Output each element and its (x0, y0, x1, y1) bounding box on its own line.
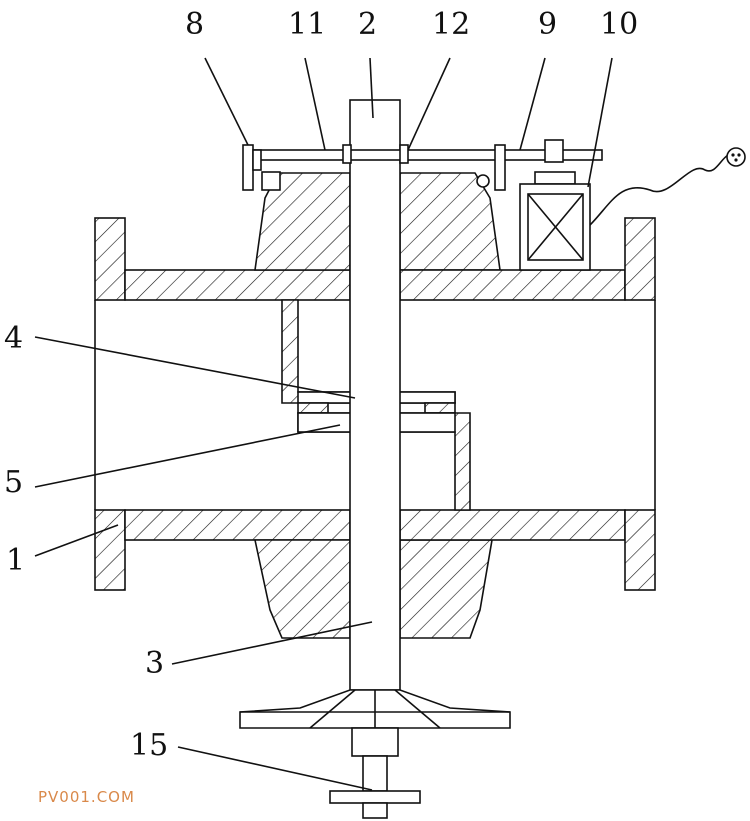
bottom-screw (329, 727, 421, 819)
label-8: 8 (185, 7, 204, 42)
label-3: 3 (145, 646, 164, 681)
label-15: 15 (130, 728, 168, 763)
leader-lines (34, 57, 613, 791)
label-4: 4 (4, 321, 23, 356)
label-12: 12 (432, 7, 470, 42)
label-1: 1 (6, 543, 25, 578)
label-2: 2 (358, 7, 377, 42)
label-5: 5 (4, 465, 23, 500)
label-9: 9 (538, 7, 557, 42)
lower-body-section (94, 509, 656, 639)
label-11: 11 (288, 7, 326, 42)
valve-stem (349, 99, 401, 691)
top-mechanism (242, 139, 746, 271)
reference-labels: 8 11 2 12 9 10 4 5 1 3 15 (4, 7, 638, 763)
label-10: 10 (600, 7, 638, 42)
watermark: PV001.COM (38, 788, 135, 806)
handwheel (239, 689, 511, 729)
